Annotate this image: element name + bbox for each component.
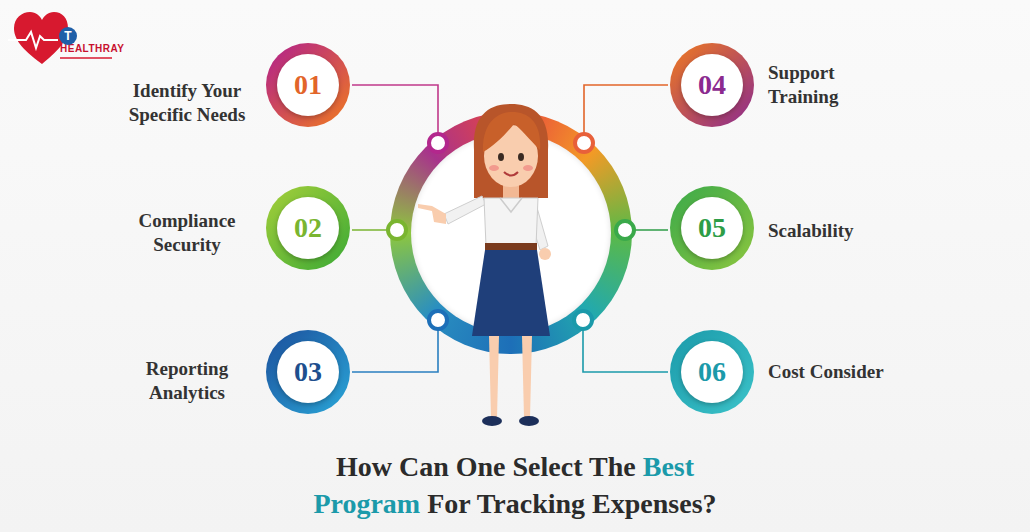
leader-line xyxy=(352,320,438,372)
title-word: Select xyxy=(513,451,583,482)
title-word: Program xyxy=(313,488,420,519)
left-arm xyxy=(444,196,486,224)
step-circle: 03Reporting Analytics xyxy=(266,330,350,414)
blouse xyxy=(484,198,538,246)
logo-letter: T xyxy=(59,27,77,45)
eye xyxy=(498,153,504,161)
title: How Can One Select The BestProgram For T… xyxy=(0,448,1030,522)
logo-ecg-line xyxy=(8,32,58,48)
ring-dot xyxy=(429,311,447,329)
leader-line xyxy=(584,85,668,143)
pointing-hand xyxy=(418,204,446,224)
ring-dot xyxy=(574,311,592,329)
step-circle: 06Cost Consider xyxy=(670,330,754,414)
step-number: 01 xyxy=(266,43,350,127)
ring-dot xyxy=(616,221,634,239)
leg xyxy=(522,336,532,418)
step-label: Scalability xyxy=(768,219,968,243)
title-word: Expenses? xyxy=(592,488,716,519)
hair-bangs xyxy=(483,112,540,152)
step-number: 04 xyxy=(670,43,754,127)
step-label: Support Training xyxy=(768,61,878,109)
leader-line xyxy=(583,320,668,372)
step-circle: 02Compliance Security xyxy=(266,186,350,270)
title-word: For xyxy=(427,488,470,519)
title-word: Tracking xyxy=(477,488,585,519)
leader-line xyxy=(352,85,438,143)
step-number: 02 xyxy=(266,186,350,270)
title-word: The xyxy=(589,451,636,482)
title-word: Can xyxy=(399,451,449,482)
step-label: Reporting Analytics xyxy=(112,357,262,405)
logo-underline xyxy=(60,57,112,59)
title-word: Best xyxy=(643,451,694,482)
shoe xyxy=(482,416,502,426)
ring-dot xyxy=(575,134,593,152)
hair-back xyxy=(474,104,548,198)
step-circle: 04Support Training xyxy=(670,43,754,127)
step-circle: 05Scalability xyxy=(670,186,754,270)
step-circle: 01Identify Your Specific Needs xyxy=(266,43,350,127)
step-number: 03 xyxy=(266,330,350,414)
belt xyxy=(485,243,537,250)
step-number: 05 xyxy=(670,186,754,270)
ring-dot xyxy=(388,221,406,239)
collar xyxy=(500,198,522,212)
step-label: Identify Your Specific Needs xyxy=(112,79,262,127)
step-label: Cost Consider xyxy=(768,360,968,384)
mouth xyxy=(504,172,518,176)
step-number: 06 xyxy=(670,330,754,414)
shoe xyxy=(519,416,539,426)
title-word: How xyxy=(336,451,392,482)
step-label: Compliance Security xyxy=(112,209,262,257)
cheek xyxy=(489,165,499,171)
cheek xyxy=(523,165,533,171)
skirt xyxy=(472,250,550,336)
title-word: One xyxy=(456,451,506,482)
eye xyxy=(518,153,524,161)
right-hand xyxy=(539,248,551,260)
ring-dot xyxy=(429,134,447,152)
leg xyxy=(489,336,499,418)
